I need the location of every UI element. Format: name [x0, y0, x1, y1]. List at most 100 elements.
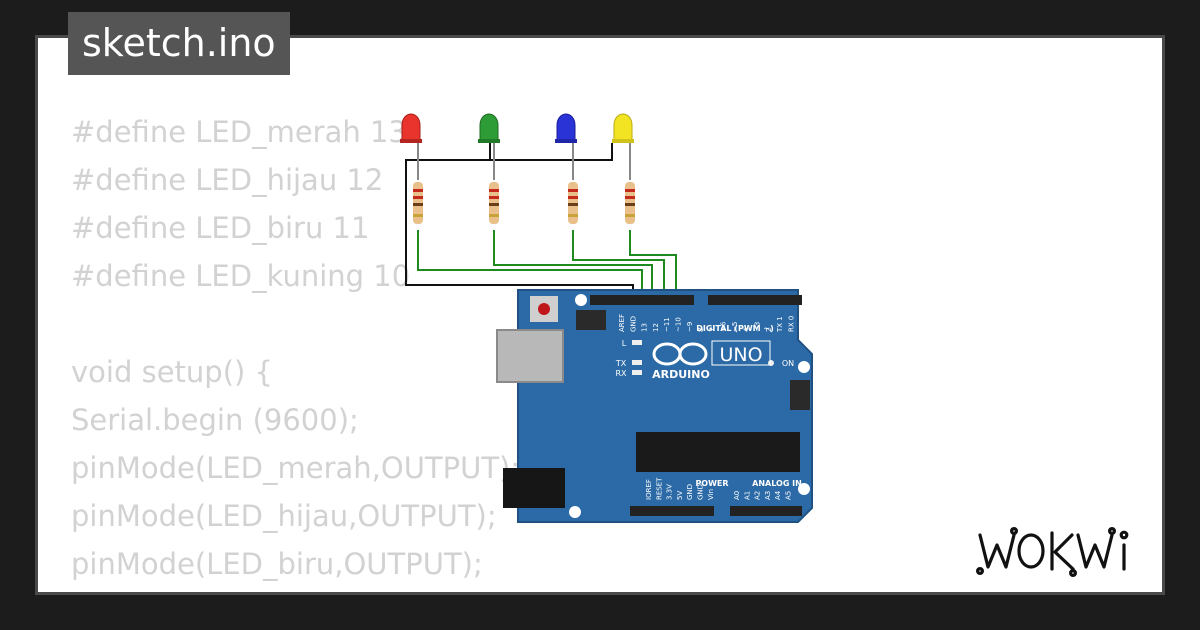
pin-label: RX 0: [788, 316, 796, 332]
resistor-band: [568, 214, 578, 217]
logo-pin-dot: [976, 567, 984, 575]
resistor-band: [413, 203, 423, 206]
icsp-header-2: [790, 380, 810, 410]
pin-label: GND: [697, 484, 705, 500]
resistor-band: [568, 203, 578, 206]
resistor-band: [489, 214, 499, 217]
header-power: [630, 506, 714, 516]
pin-label: GND: [629, 316, 637, 332]
board-brand: ARDUINO: [652, 368, 710, 381]
led-l-indicator: [632, 340, 642, 345]
pin-label: A1: [743, 491, 751, 500]
resistor-band: [413, 214, 423, 217]
logo-dot: [1119, 530, 1129, 540]
arduino-uno-board[interactable]: UNO ARDUINO DIGITAL (PWM ~) POWER ANALOG…: [496, 289, 813, 523]
led-blue-body: [556, 113, 576, 141]
code-line: Serial.begin (9600);: [71, 403, 359, 437]
code-line: #define LED_biru 11: [71, 211, 370, 245]
l-label: L: [622, 339, 627, 348]
logo-letter-k-arms: [1053, 533, 1075, 571]
code-line: [71, 300, 524, 348]
led-red-rim: [400, 139, 422, 143]
code-line: pinMode(LED_hijau,OUTPUT);: [71, 499, 497, 533]
pin-label: 3.3V: [666, 484, 674, 500]
pin-label: 13: [641, 323, 649, 332]
analog-label: ANALOG IN: [752, 479, 802, 488]
logo-letter-o: [1017, 533, 1045, 569]
logo-letter-w-2: [1076, 533, 1114, 569]
resistor-2[interactable]: [489, 182, 499, 224]
header-digital-left: [590, 295, 694, 305]
logo-pin-dot: [1108, 526, 1117, 536]
led-green[interactable]: [478, 113, 500, 143]
pin-label: 12: [652, 323, 660, 332]
power-label: POWER: [695, 479, 728, 488]
arduino-logo-icon: [652, 342, 708, 366]
pin-label: ~9: [686, 322, 694, 332]
pin-label: TX 1: [776, 316, 784, 333]
led-blue[interactable]: [555, 113, 577, 143]
led-green-rim: [478, 139, 500, 143]
code-line: pinMode(LED_biru,OUTPUT);: [71, 547, 483, 581]
pin-label: 7: [708, 328, 716, 332]
logo-loop-right: [678, 342, 708, 366]
pin-label: ~5: [731, 322, 739, 332]
code-editor: #define LED_merah 13 #define LED_hijau 12…: [71, 108, 524, 592]
resistor-4[interactable]: [625, 182, 635, 224]
file-title-tab[interactable]: sketch.ino: [68, 12, 290, 75]
code-line: pinMode(LED_kuning,OUTPUT);: [71, 588, 524, 592]
resistor-band: [489, 203, 499, 206]
resistor-band: [625, 189, 635, 192]
pin-label: A0: [733, 491, 741, 500]
mount-hole: [798, 483, 810, 495]
tx-label: TX: [615, 359, 627, 368]
mount-hole: [575, 294, 587, 306]
on-label: ON: [782, 359, 794, 368]
code-line: pinMode(LED_merah,OUTPUT);: [71, 451, 521, 485]
resistor-band: [413, 189, 423, 192]
resistor-band: [489, 196, 499, 199]
led-green-body: [479, 113, 499, 141]
rx-label: RX: [615, 369, 627, 378]
pin-label: RESET: [655, 477, 663, 500]
wokwi-logo: [976, 526, 1129, 577]
pin-label: ~11: [663, 317, 671, 332]
led-red-body: [401, 113, 421, 141]
led-yellow-body: [613, 113, 633, 141]
icsp-header: [576, 310, 606, 330]
code-line: #define LED_kuning 10: [71, 259, 411, 293]
code-line: #define LED_hijau 12: [71, 163, 384, 197]
reset-button-cap: [538, 303, 550, 315]
resistor-3[interactable]: [568, 182, 578, 224]
resistor-band: [625, 196, 635, 199]
power-jack: [503, 468, 565, 508]
code-line: void setup() {: [71, 355, 273, 389]
pin-label: A4: [774, 490, 782, 500]
pin-label: A5: [785, 491, 793, 500]
led-rx-indicator: [632, 370, 642, 375]
resistor-band: [625, 214, 635, 217]
pin-label: A2: [754, 491, 762, 500]
logo-letter-w: [978, 533, 1016, 569]
led-yellow[interactable]: [612, 113, 634, 143]
mount-hole: [569, 506, 581, 518]
pin-label: GND: [686, 484, 694, 500]
led-red[interactable]: [400, 113, 422, 143]
pin-label: AREF: [618, 314, 626, 332]
header-digital-right: [708, 295, 802, 305]
resistor-band: [489, 189, 499, 192]
mount-hole: [798, 361, 810, 373]
code-line: #define LED_merah 13: [71, 115, 407, 149]
digital-label: DIGITAL (PWM ~): [696, 324, 774, 333]
pin-label: ~3: [754, 322, 762, 332]
logo-pin-dot: [1068, 568, 1077, 577]
resistor-band: [568, 196, 578, 199]
board-model: UNO: [719, 344, 762, 366]
logo-pin-dot: [1009, 526, 1018, 536]
pin-label: ~10: [675, 317, 683, 332]
pin-label: Vin: [707, 489, 715, 500]
resistor-1[interactable]: [413, 182, 423, 224]
pin-label: IOREF: [645, 479, 653, 500]
